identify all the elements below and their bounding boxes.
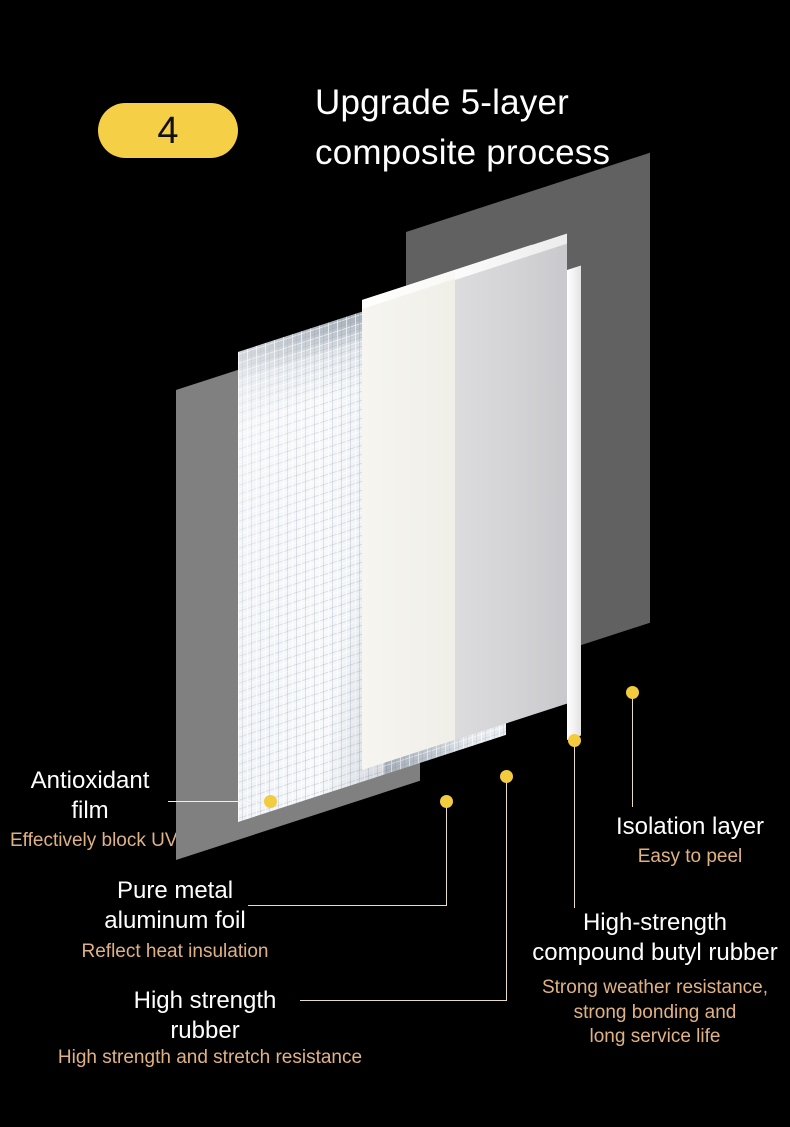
callout-label-aluminum-foil: Pure metal aluminum foil bbox=[60, 876, 290, 936]
callout-sublabel-butyl-rubber-line-3: long service life bbox=[589, 1026, 721, 1048]
page-title-line-2: composite process bbox=[315, 132, 611, 172]
callout-leader-butyl-rubber bbox=[574, 740, 575, 908]
callout-dot-isolation-layer bbox=[626, 686, 639, 699]
callout-sublabel-high-strength-rubber: High strength and stretch resistance bbox=[45, 1046, 375, 1071]
callout-label-high-strength-rubber-line-1: High strength bbox=[133, 987, 277, 1014]
header: 4 Upgrade 5-layer composite process bbox=[0, 0, 790, 200]
callout-leader-aluminum-foil-vertical bbox=[446, 801, 447, 905]
callout-label-butyl-rubber: High-strength compound butyl rubber bbox=[520, 908, 790, 968]
callout-sublabel-antioxidant-film: Effectively block UV bbox=[10, 829, 230, 854]
callout-leader-high-strength-rubber-vertical bbox=[506, 776, 507, 1000]
callout-leader-isolation-layer bbox=[632, 692, 633, 807]
callout-sublabel-aluminum-foil: Reflect heat insulation bbox=[60, 940, 290, 965]
callout-leader-high-strength-rubber-horizontal bbox=[300, 1000, 507, 1001]
callout-label-isolation-layer-line-1: Isolation layer bbox=[615, 813, 765, 840]
layer-butyl-rubber bbox=[455, 233, 581, 740]
callout-label-antioxidant-film: Antioxidant film bbox=[10, 766, 170, 826]
step-number-badge: 4 bbox=[98, 103, 238, 158]
callout-dot-aluminum-foil bbox=[440, 795, 453, 808]
callout-label-aluminum-foil-line-1: Pure metal bbox=[116, 877, 234, 904]
callout-sublabel-antioxidant-film-line-1: Effectively block UV bbox=[10, 830, 178, 851]
callout-sublabel-butyl-rubber-line-2: strong bonding and bbox=[573, 1001, 737, 1023]
callout-sublabel-aluminum-foil-line-1: Reflect heat insulation bbox=[81, 941, 269, 962]
callout-label-antioxidant-film-line-1: Antioxidant bbox=[30, 767, 150, 794]
callout-sublabel-butyl-rubber-line-1: Strong weather resistance, bbox=[541, 977, 768, 998]
callout-sublabel-butyl-rubber: Strong weather resistance, strong bondin… bbox=[520, 976, 790, 1050]
callout-sublabel-isolation-layer: Easy to peel bbox=[590, 845, 790, 870]
callout-dot-high-strength-rubber bbox=[500, 770, 513, 783]
callout-label-aluminum-foil-line-2: aluminum foil bbox=[104, 907, 246, 935]
callout-label-high-strength-rubber: High strength rubber bbox=[105, 986, 305, 1046]
callout-label-high-strength-rubber-line-2: rubber bbox=[170, 1017, 240, 1045]
callout-sublabel-high-strength-rubber-line-1: High strength and stretch resistance bbox=[57, 1047, 363, 1068]
layer-butyl-rubber-side bbox=[567, 265, 581, 740]
callout-sublabel-isolation-layer-line-1: Easy to peel bbox=[637, 846, 743, 867]
callout-dot-butyl-rubber bbox=[568, 734, 581, 747]
page-title: Upgrade 5-layer composite process bbox=[315, 78, 735, 177]
callout-leader-antioxidant-film bbox=[168, 801, 266, 802]
step-number-text: 4 bbox=[157, 109, 179, 152]
layer-butyl-rubber-face bbox=[455, 233, 567, 740]
callout-label-butyl-rubber-line-2: compound butyl rubber bbox=[532, 939, 778, 967]
callout-label-antioxidant-film-line-2: film bbox=[71, 797, 109, 825]
callout-dot-antioxidant-film bbox=[264, 795, 277, 808]
callout-leader-aluminum-foil-horizontal bbox=[248, 905, 447, 906]
page-title-line-1: Upgrade 5-layer bbox=[315, 83, 569, 122]
callout-label-butyl-rubber-line-1: High-strength bbox=[582, 909, 728, 936]
callout-label-isolation-layer: Isolation layer bbox=[590, 812, 790, 842]
